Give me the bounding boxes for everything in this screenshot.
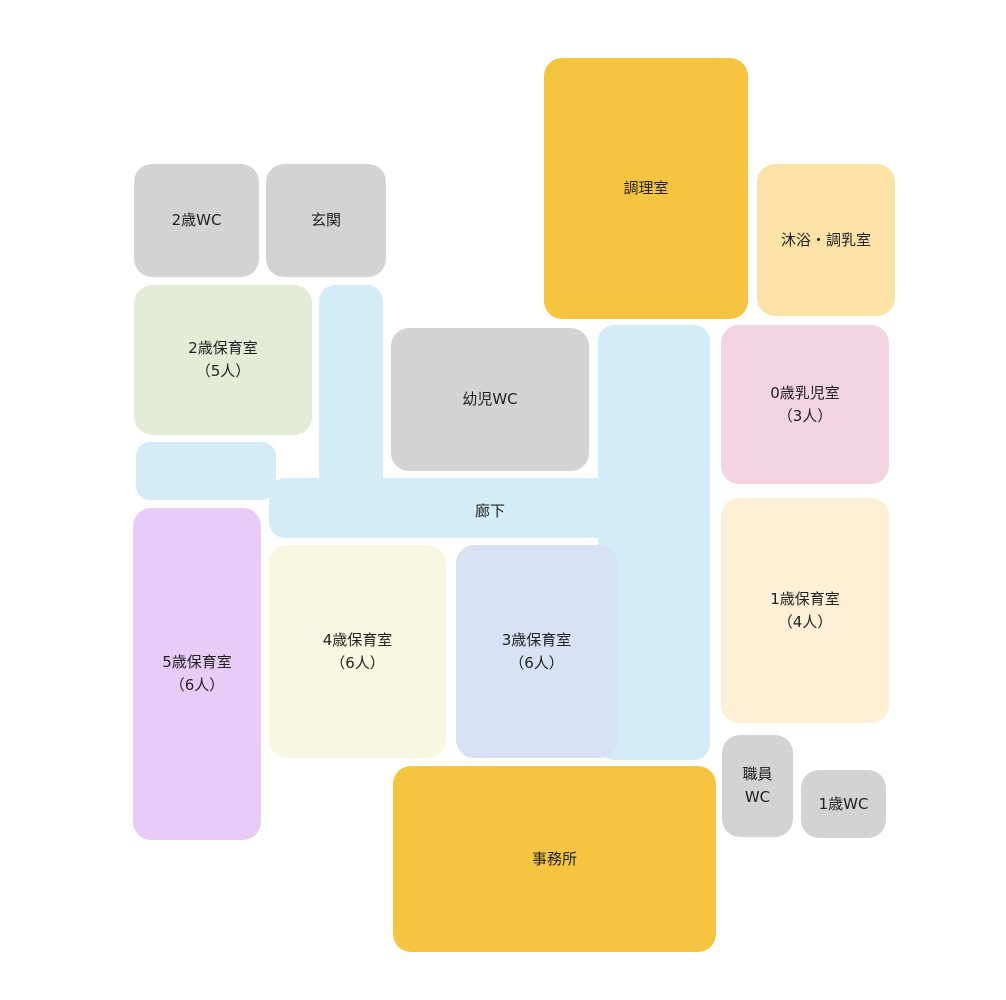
room-office: 事務所	[393, 766, 716, 952]
room-capacity: （6人）	[509, 653, 564, 672]
room-5yr-nursery: 5歳保育室 （6人）	[133, 508, 261, 840]
room-capacity: （3人）	[777, 406, 833, 425]
room-label: 調理室	[623, 179, 669, 197]
room-bath-formula: 沐浴・調乳室	[757, 164, 895, 316]
room-label: 職員	[742, 765, 773, 783]
room-capacity: （5人）	[195, 362, 251, 380]
room-capacity: （6人）	[169, 676, 225, 694]
room-label: 3歳保育室	[501, 630, 572, 649]
corridor-upper-vertical	[319, 285, 383, 525]
room-0yr-infant: 0歳乳児室 （3人）	[721, 325, 889, 484]
room-label: 2歳保育室	[188, 339, 258, 357]
room-label: 1歳保育室	[770, 589, 840, 608]
room-label: 4歳保育室	[322, 630, 393, 649]
room-label: 1歳WC	[818, 794, 869, 813]
corridor-left-stub	[136, 442, 276, 500]
room-label: 幼児WC	[462, 390, 518, 408]
room-2yr-nursery: 2歳保育室 （5人）	[134, 285, 312, 435]
room-label: 5歳保育室	[162, 653, 232, 671]
room-label: 0歳乳児室	[770, 383, 840, 402]
room-capacity: （6人）	[330, 653, 385, 672]
room-1yr-nursery: 1歳保育室 （4人）	[721, 498, 889, 723]
room-capacity: （4人）	[777, 612, 833, 631]
room-kids-wc: 幼児WC	[391, 328, 589, 471]
room-label: 2歳WC	[171, 211, 222, 229]
room-label: 玄関	[310, 211, 341, 229]
room-4yr-nursery: 4歳保育室 （6人）	[269, 545, 446, 758]
room-label-line2: WC	[744, 788, 771, 806]
room-3yr-nursery: 3歳保育室 （6人）	[456, 545, 617, 758]
room-kitchen: 調理室	[544, 58, 748, 319]
room-2yr-wc: 2歳WC	[134, 164, 259, 277]
room-label: 事務所	[531, 849, 577, 868]
room-entrance: 玄関	[266, 164, 386, 277]
corridor-label: 廊下	[474, 502, 505, 520]
room-staff-wc: 職員 WC	[722, 735, 793, 837]
room-1yr-wc: 1歳WC	[801, 770, 886, 838]
room-label: 沐浴・調乳室	[780, 230, 871, 249]
